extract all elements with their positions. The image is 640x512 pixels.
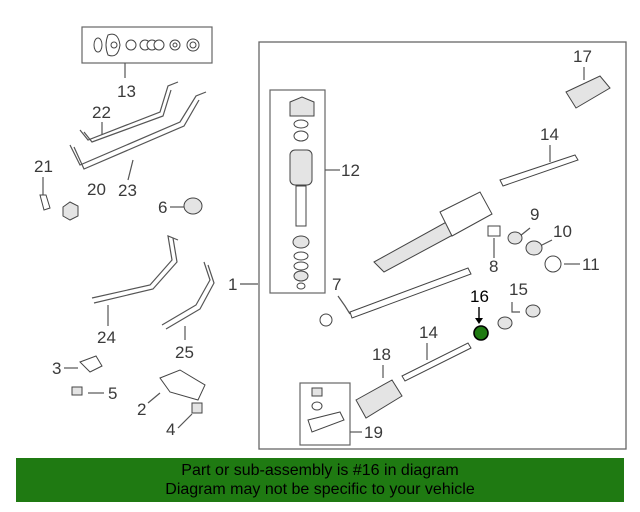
- callout-21: 21: [34, 157, 53, 176]
- callout-3: 3: [52, 359, 61, 378]
- valve-stack-12: [289, 96, 315, 290]
- callout-17: 17: [573, 47, 592, 66]
- callout-5: 5: [108, 384, 117, 403]
- callout-2: 2: [137, 400, 146, 419]
- callout-20: 20: [87, 180, 106, 199]
- callout-6: 6: [158, 198, 167, 217]
- nut-20: [62, 201, 79, 221]
- pipe-22: [79, 81, 179, 141]
- callout-10: 10: [553, 222, 572, 241]
- callout-1: 1: [228, 275, 237, 294]
- seal-16-highlighted: [473, 325, 489, 341]
- bushing-15a: [497, 316, 513, 330]
- info-banner: Part or sub-assembly is #16 in diagram D…: [16, 458, 624, 502]
- clamp-8: [487, 225, 501, 237]
- plug-6: [183, 197, 203, 215]
- callout-12: 12: [341, 161, 360, 180]
- banner-line-1: Part or sub-assembly is #16 in diagram: [181, 462, 459, 479]
- callout-4: 4: [166, 420, 175, 439]
- bracket-3: [79, 355, 103, 373]
- bolt-4: [191, 402, 203, 414]
- callout-13: 13: [117, 82, 136, 101]
- callout-16: 16: [470, 287, 489, 306]
- kit-13-frame: [81, 26, 213, 64]
- callout-24: 24: [97, 328, 116, 347]
- ring-7: [319, 313, 333, 327]
- callout-11: 11: [582, 255, 600, 274]
- callout-19: 19: [364, 423, 383, 442]
- gasket-kit: [93, 33, 200, 57]
- bushing-10: [525, 240, 543, 256]
- rack-housing: [373, 154, 579, 273]
- assembly-frame: [258, 41, 627, 450]
- bolt-21: [39, 194, 51, 211]
- pipe-23: [69, 91, 207, 166]
- bushing-15b: [525, 304, 541, 318]
- bushing-9: [507, 231, 523, 245]
- banner-line-2: Diagram may not be specific to your vehi…: [165, 481, 475, 498]
- callout-25: 25: [175, 343, 194, 362]
- callout-14-top: 14: [540, 125, 559, 144]
- tie-rod-end-19: [311, 387, 323, 397]
- rack-tube-7: [349, 267, 472, 319]
- callout-9: 9: [530, 205, 539, 224]
- boot-17: [565, 75, 611, 109]
- boot-18: [355, 379, 403, 419]
- kit-12-frame: [269, 89, 326, 294]
- callout-22: 22: [92, 103, 111, 122]
- callout-15: 15: [509, 280, 528, 299]
- pipe-24: [91, 235, 179, 299]
- callout-23: 23: [118, 181, 137, 200]
- washer-11: [544, 255, 562, 273]
- callout-7: 7: [332, 275, 341, 294]
- tie-rod-14: [401, 342, 472, 382]
- callout-8: 8: [489, 257, 498, 276]
- pipe-25: [161, 261, 211, 326]
- callout-14-lower: 14: [419, 323, 438, 342]
- parts-diagram: 13 22 23 21 20 6 24 25 3 5 2 4 1: [34, 26, 627, 450]
- bracket-2: [159, 369, 206, 401]
- kit-19-frame: [299, 382, 351, 446]
- callout-18: 18: [372, 345, 391, 364]
- bolt-5: [71, 386, 83, 396]
